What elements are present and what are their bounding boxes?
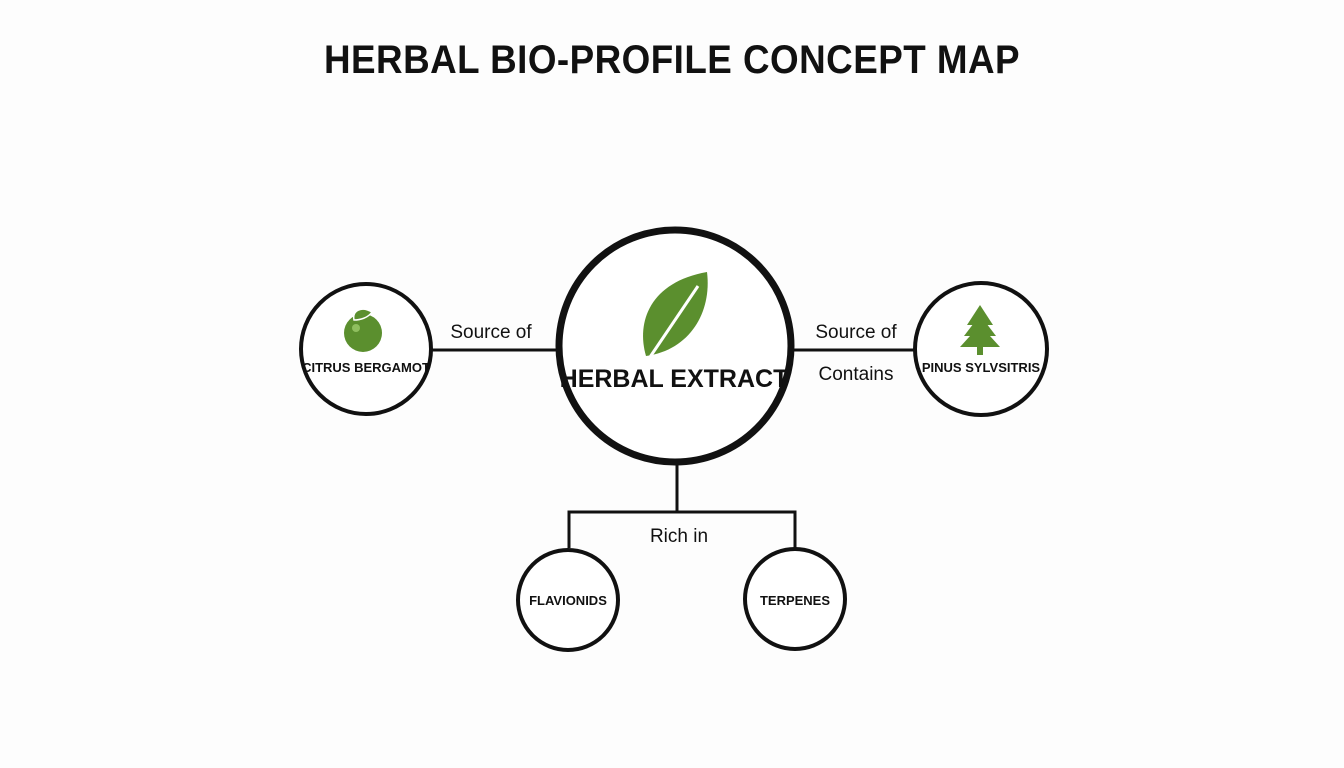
- pine-tree-icon: [960, 305, 1000, 355]
- leaf-icon: [643, 272, 708, 361]
- diagram-title: HERBAL BIO-PROFILE CONCEPT MAP: [323, 38, 1020, 82]
- node-pinus-sylvsitris: PINUS SYLVSITRIS: [913, 281, 1049, 417]
- citrus-fruit-icon: [344, 308, 382, 352]
- edge-label-right-top: Source of: [815, 322, 897, 343]
- edge-label-right-bottom: Contains: [819, 364, 894, 385]
- node-label-pinus-sylvsitris: PINUS SYLVSITRIS: [922, 360, 1041, 375]
- node-label-herbal-extract: HERBAL EXTRACT: [560, 365, 789, 393]
- connectors: [430, 348, 914, 548]
- node-label-terpenes: TERPENES: [760, 593, 830, 608]
- edge-label-bottom: Rich in: [650, 526, 708, 547]
- edge-label-left: Source of: [450, 322, 532, 343]
- node-label-flavionids: FLAVIONIDS: [529, 593, 607, 608]
- node-herbal-extract: HERBAL EXTRACT: [555, 226, 795, 466]
- edge-bottom-branch: [567, 510, 797, 548]
- node-citrus-bergamot: CITRUS BERGAMOT: [299, 282, 433, 416]
- node-label-citrus-bergamot: CITRUS BERGAMOT: [302, 360, 430, 375]
- node-flavionids: FLAVIONIDS: [516, 548, 620, 652]
- node-terpenes: TERPENES: [743, 547, 847, 651]
